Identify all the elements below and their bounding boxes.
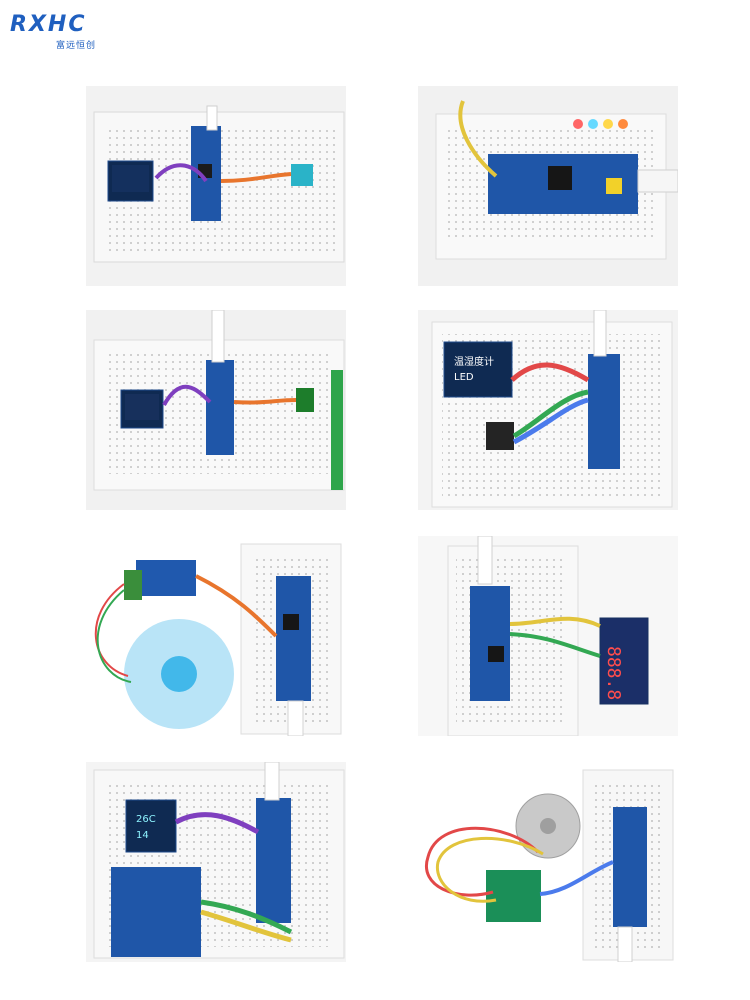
- probe: [331, 370, 343, 490]
- stm32-board: [206, 360, 234, 455]
- sensor-module: [291, 164, 313, 186]
- seven-segment-display: [599, 617, 649, 705]
- logo-mark: RXHC: [10, 12, 87, 37]
- oled-label-1: 温湿度计: [454, 355, 494, 368]
- stm32-board: [588, 354, 620, 469]
- logo-subtext: 富远恒创: [56, 41, 97, 51]
- photo-oled-keypad-circuit: 26C 14: [86, 762, 346, 962]
- brand-logo: RXHC 富远恒创: [10, 14, 110, 54]
- stm32-board: [470, 586, 510, 701]
- photo-oled-sensor-circuit: [86, 86, 346, 286]
- photo-oled-soil-probe-circuit: [86, 310, 346, 510]
- driver-board: [486, 870, 541, 922]
- motor-driver: [136, 560, 196, 596]
- stm32-board: [256, 798, 291, 923]
- segment-label: 888.8: [603, 646, 624, 700]
- oled-display: [443, 341, 513, 398]
- sensor-module: [296, 388, 314, 412]
- led: [573, 119, 583, 129]
- oled-label-3: 26C: [136, 814, 156, 825]
- usb-cable: [637, 169, 678, 193]
- oled-label-4: 14: [136, 830, 149, 841]
- keypad: [111, 867, 201, 957]
- stm32-board: [613, 807, 647, 927]
- photo-oled-sensor-breadboard: 温湿度计 LED: [418, 310, 678, 510]
- oled-label-2: LED: [454, 372, 474, 383]
- stm32-board: [276, 576, 311, 701]
- sensor-module: [486, 422, 514, 450]
- photo-led-circuit: [418, 86, 678, 286]
- photo-stepper-motor-circuit: [418, 762, 678, 962]
- oled-display: [125, 799, 177, 853]
- photo-seven-segment-circuit: 888.8: [418, 536, 678, 736]
- photo-fan-motor-circuit: [86, 536, 346, 736]
